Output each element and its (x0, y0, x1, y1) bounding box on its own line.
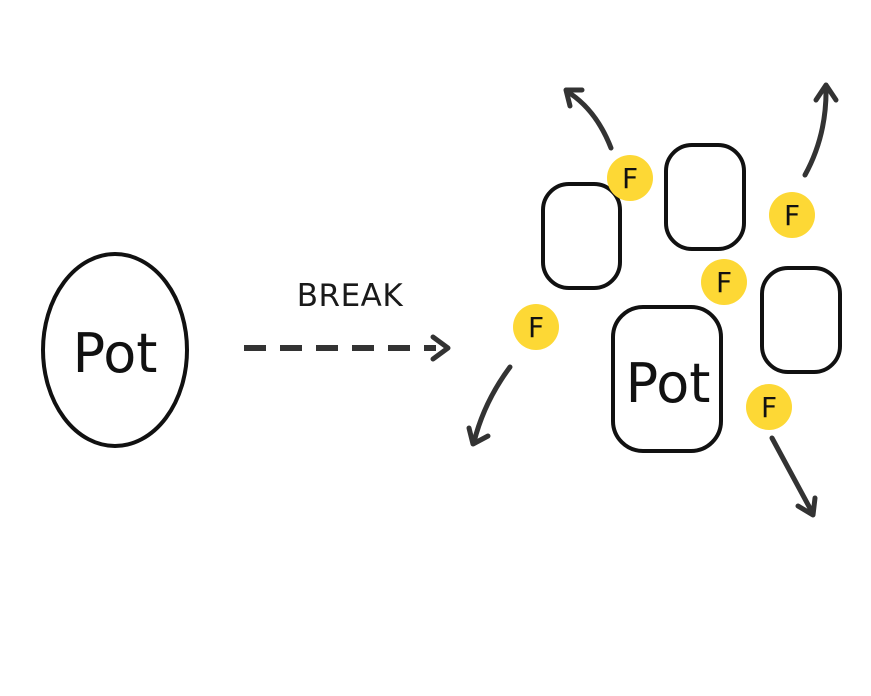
fragment-main (611, 305, 723, 453)
intact-pot-ellipse (41, 252, 189, 448)
arrow-up-left (568, 91, 614, 151)
particle-4-label: F (528, 311, 544, 344)
particle-5-circle (746, 384, 792, 430)
particle-2-circle (769, 192, 815, 238)
break-label: BREAK (297, 278, 404, 314)
arrow-up-left-head (563, 87, 585, 109)
particle-3-label: F (716, 266, 732, 299)
particle-1-label: F (622, 162, 638, 195)
intact-pot-label: Pot (73, 322, 158, 385)
pot-fragments: Pot (541, 143, 842, 453)
particle-3: F (701, 259, 747, 305)
fragment-2 (664, 143, 746, 251)
particle-5-label: F (761, 391, 777, 424)
arrow-up-right-head (813, 82, 839, 103)
fragment-3 (760, 266, 842, 374)
particle-3-circle (701, 259, 747, 305)
particle-1: F (607, 155, 653, 201)
particle-2: F (769, 192, 815, 238)
arrow-down-left (471, 364, 513, 445)
particle-1-circle (607, 155, 653, 201)
motion-arrows (466, 82, 839, 518)
arrow-down-right-head (795, 495, 818, 518)
break-arrow-head (430, 334, 451, 362)
intact-pot: Pot (41, 252, 189, 448)
arrow-down-left-head (466, 425, 491, 447)
force-particles: F F F F F (513, 155, 815, 430)
particle-4-circle (513, 304, 559, 350)
particle-2-label: F (784, 199, 800, 232)
fragment-1 (541, 182, 622, 290)
particle-5: F (746, 384, 792, 430)
arrow-down-right (769, 435, 815, 515)
break-transition: BREAK (244, 278, 451, 362)
particle-4: F (513, 304, 559, 350)
arrow-up-right (802, 84, 829, 178)
fragment-main-label: Pot (626, 352, 711, 415)
